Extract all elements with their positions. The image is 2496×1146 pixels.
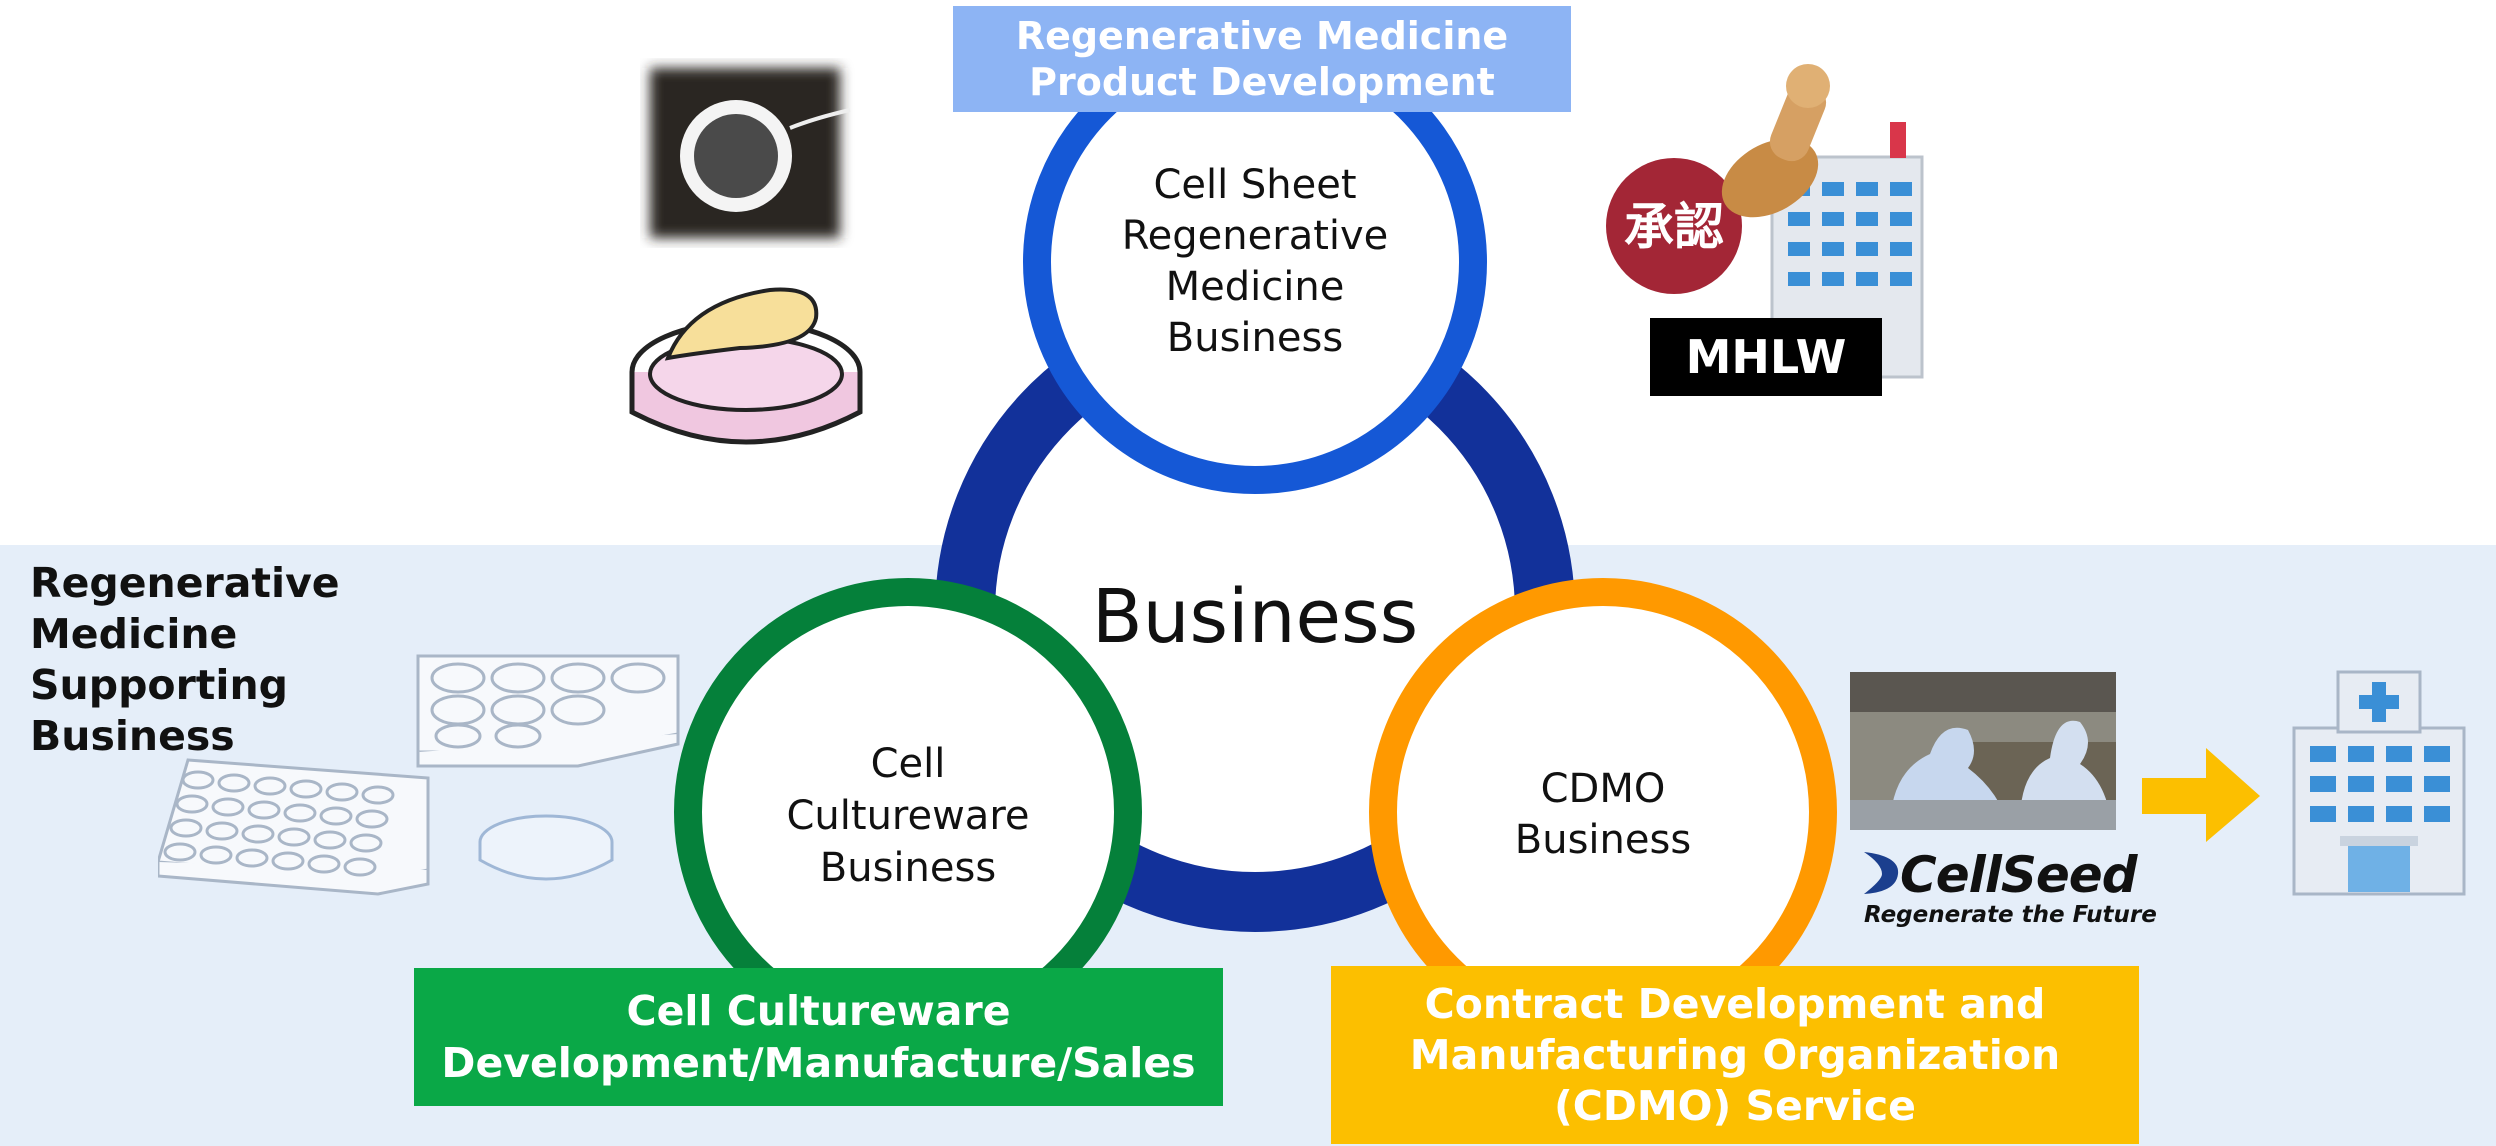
approval-stamp-text: 承認	[1624, 198, 1724, 256]
top-label-line: Product Development	[1029, 60, 1495, 104]
top-label-box: Regenerative Medicine Product Developmen…	[953, 6, 1571, 112]
petri-dish-icon	[478, 814, 614, 881]
left-circle-line: Cultureware	[786, 793, 1030, 839]
hospital-icon	[2292, 670, 2466, 896]
right-label-line: (CDMO) Service	[1554, 1081, 1916, 1130]
right-label-line: Contract Development and	[1424, 979, 2046, 1028]
top-circle-line: Medicine	[1165, 264, 1345, 310]
left-circle-line: Cell	[870, 741, 946, 787]
cellseed-logo-icon	[1864, 852, 1899, 894]
side-title-line: Supporting	[30, 661, 288, 709]
top-circle-text: Cell Sheet Regenerative Medicine Busines…	[1080, 160, 1430, 364]
top-circle-line: Regenerative	[1121, 213, 1389, 259]
mhlw-label: MHLW	[1650, 318, 1882, 396]
brand-tagline: Regenerate the Future	[1864, 902, 2157, 928]
right-circle-line: CDMO	[1540, 766, 1666, 812]
side-title-line: Regenerative	[30, 559, 340, 607]
side-title-line: Medicine	[30, 610, 238, 658]
right-label-line: Manufacturing Organization	[1409, 1030, 2061, 1079]
supporting-business-title: Regenerative Medicine Supporting Busines…	[30, 558, 340, 762]
center-title: Business	[1091, 574, 1419, 660]
left-circle-line: Business	[819, 845, 997, 891]
multiwell-plates-icon	[158, 654, 680, 896]
top-circle-line: Cell Sheet	[1153, 162, 1357, 208]
culture-dish-icon	[629, 287, 863, 445]
top-label-line: Regenerative Medicine	[1015, 13, 1509, 58]
left-label-line: Cell Cultureware	[626, 987, 1011, 1035]
right-label-box: Contract Development and Manufacturing O…	[1331, 966, 2139, 1144]
top-circle-line: Business	[1166, 315, 1344, 361]
left-label-box: Cell Cultureware Development/Manufacture…	[414, 968, 1223, 1106]
left-circle-text: Cell Cultureware Business	[740, 738, 1076, 894]
side-title-line: Business	[30, 712, 235, 760]
arrow-right-icon	[2142, 748, 2260, 842]
right-circle-line: Business	[1514, 817, 1692, 863]
cell-sheet-photo-icon	[650, 68, 851, 238]
brand-name: CellSeed	[1900, 846, 2138, 904]
left-label-line: Development/Manufacture/Sales	[441, 1039, 1196, 1087]
cleanroom-photo-icon	[1850, 672, 2116, 830]
right-circle-text: CDMO Business	[1435, 764, 1771, 866]
